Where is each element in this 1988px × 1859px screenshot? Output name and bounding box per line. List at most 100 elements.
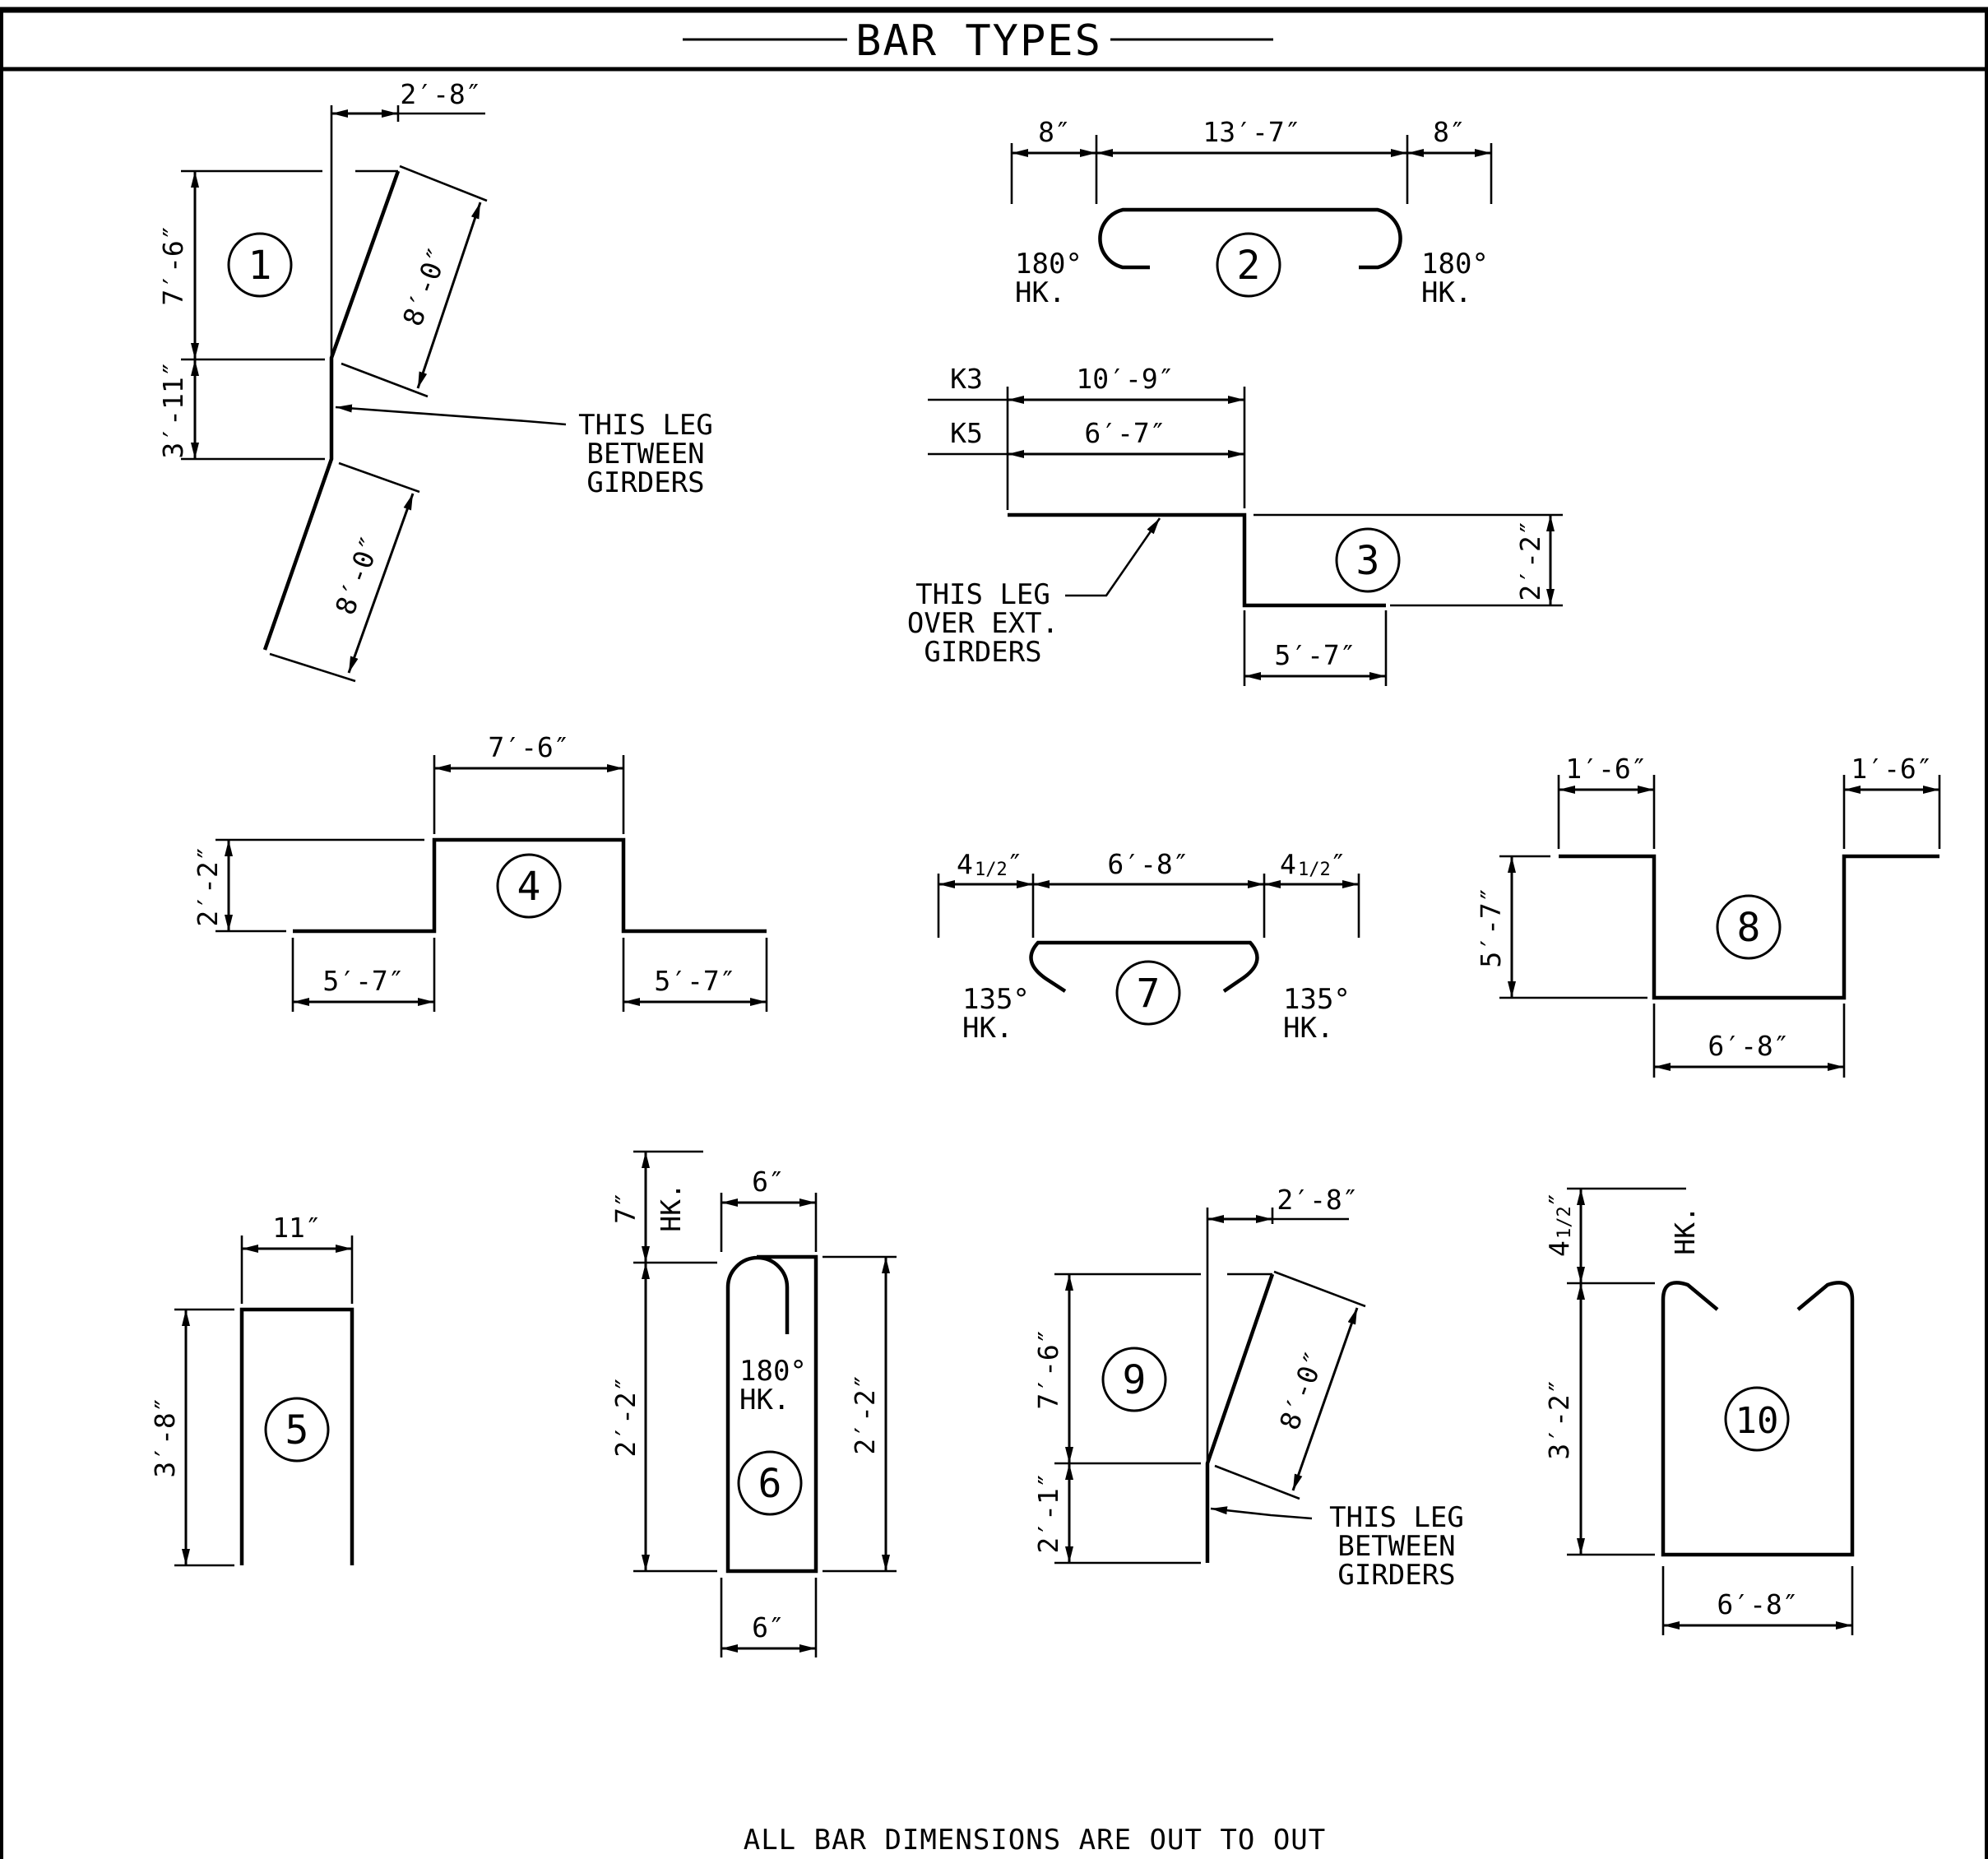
- bar-3-dim-bottom: 5′-7″: [1274, 639, 1355, 671]
- bar-type-3: 2′-2″ K3 K5 10′-9″ 6′-7″ 5′-7″ 3 THIS LE…: [907, 363, 1563, 686]
- bar-3-note-line-3: GIRDERS: [924, 636, 1041, 669]
- bar-type-6: 7″ HK. 6″ 2′-2″ 2′-2″ 6″ 180° HK. 6: [609, 1150, 897, 1657]
- bar-3-number: 3: [1356, 538, 1380, 584]
- bar-6-hook-note-line-1: 180°: [739, 1355, 807, 1388]
- bar-7-dim-right-whole: 4: [1280, 848, 1296, 880]
- bar-8-dim-left-top: 1′-6″: [1565, 753, 1647, 785]
- bar-type-2: 8″ 13′-7″ 8″ 2 180° HK. 180° HK.: [1010, 116, 1493, 309]
- bar-10-dim-hook-whole: 4: [1543, 1240, 1575, 1257]
- page-title: BAR TYPES: [855, 16, 1102, 66]
- bar-1-dim-left-upper: 7′-6″: [157, 224, 189, 305]
- bar-8-number: 8: [1737, 905, 1761, 951]
- bar-9-dim-left-lower: 2′-1″: [1032, 1472, 1064, 1553]
- footer-note: ALL BAR DIMENSIONS ARE OUT TO OUT: [744, 1824, 1327, 1857]
- bar-2-number: 2: [1237, 243, 1261, 289]
- bar-1-number: 1: [248, 243, 272, 289]
- bar-2-dim-right: 8″: [1433, 116, 1466, 148]
- bar-4-shape: [293, 837, 767, 934]
- bar-10-dim-hook-frac: 1/2: [1555, 1206, 1575, 1239]
- bar-2-hook-right-line-2: HK.: [1421, 276, 1471, 309]
- bar-1-note-line-2: BETWEEN: [586, 438, 704, 471]
- bar-3-mark-k5: K5: [950, 417, 983, 449]
- bar-10-shape: [1661, 1281, 1855, 1557]
- bar-1-shape: [262, 170, 401, 651]
- bar-7-hook-left-line-1: 135°: [962, 983, 1030, 1016]
- bar-6-hook-label: HK.: [655, 1183, 687, 1232]
- bar-1-note-line-3: GIRDERS: [586, 466, 704, 499]
- bar-9-shape: [1205, 1273, 1275, 1563]
- bar-9-note-line-1: THIS LEG: [1329, 1501, 1464, 1534]
- bar-5-number: 5: [285, 1407, 309, 1453]
- bar-3-dim-k5: 6′-7″: [1084, 417, 1165, 449]
- bar-10-hook-label: HK.: [1669, 1206, 1701, 1255]
- bar-6-dim-top: 6″: [752, 1166, 785, 1198]
- bar-3-dim-k3: 10′-9″: [1076, 363, 1174, 395]
- bar-type-5: 11″ 3′-8″ 5: [149, 1212, 355, 1567]
- bar-3-mark-k3: K3: [950, 363, 983, 395]
- bar-7-dim-mid: 6′-8″: [1107, 848, 1189, 880]
- bar-4-dim-height: 2′-2″: [192, 845, 224, 926]
- bar-1-dim-left-lower: 3′-11″: [157, 360, 189, 458]
- bar-7-hook-right-line-2: HK.: [1283, 1012, 1333, 1045]
- bar-9-dim-leg: 8′-0″: [1273, 1347, 1332, 1435]
- bar-6-number: 6: [758, 1461, 782, 1507]
- bar-9-note-line-2: BETWEEN: [1337, 1530, 1455, 1563]
- bar-type-8: 1′-6″ 1′-6″ 5′-7″ 6′-8″ 8: [1475, 753, 1941, 1078]
- bar-9-dim-left-upper: 7′-6″: [1032, 1328, 1064, 1409]
- bar-6-dim-right: 2′-2″: [849, 1373, 881, 1454]
- bar-5-shape: [239, 1307, 355, 1565]
- bar-5-dim-width: 11″: [272, 1212, 322, 1244]
- bar-type-10: 4 1/2 ″ HK. 3′-2″ 6′-8″ 10: [1543, 1187, 1855, 1635]
- bar-type-7: 4 1/2 ″ 6′-8″ 4 1/2 ″ 7 135° HK. 135° HK…: [937, 848, 1360, 1045]
- bar-7-dim-right-frac: 1/2: [1298, 860, 1331, 880]
- bar-2-shape: [1098, 207, 1402, 270]
- bar-1-dim-top: 2′-8″: [400, 78, 481, 110]
- bar-3-note-line-2: OVER EXT.: [907, 607, 1059, 640]
- bar-7-hook-left-line-2: HK.: [962, 1012, 1013, 1045]
- bar-7-shape: [1029, 940, 1259, 993]
- bar-9-note-line-3: GIRDERS: [1337, 1559, 1455, 1592]
- bar-3-shape: [1008, 512, 1386, 608]
- bar-7-hook-right-line-1: 135°: [1283, 983, 1351, 1016]
- bar-type-4: 2′-2″ 7′-6″ 5′-7″ 5′-7″ 4: [192, 731, 768, 1012]
- bar-7-dim-left-frac: 1/2: [975, 860, 1008, 880]
- bar-type-9: 2′-8″ 7′-6″ 2′-1″ 8′-0″ 9 THIS LEG BETWE…: [1032, 1184, 1464, 1592]
- bar-2-hook-left-line-2: HK.: [1015, 276, 1065, 309]
- bar-7-dim-left-whole: 4: [957, 848, 973, 880]
- bar-4-dim-left: 5′-7″: [322, 965, 404, 997]
- bar-10-dim-hook-unit: ″: [1543, 1191, 1575, 1208]
- bar-5-dim-height: 3′-8″: [149, 1396, 181, 1477]
- bar-6-dim-bottom: 6″: [752, 1611, 785, 1643]
- bar-3-dim-height: 2′-2″: [1514, 519, 1546, 600]
- bar-8-dim-bottom: 6′-8″: [1708, 1030, 1789, 1062]
- bar-8-dim-height: 5′-7″: [1475, 886, 1507, 967]
- bar-9-number: 9: [1123, 1357, 1147, 1403]
- bar-7-dim-right-unit: ″: [1330, 848, 1346, 880]
- sheet-frame: [0, 7, 1988, 1859]
- bar-6-shape: [725, 1254, 818, 1574]
- bar-2-hook-left-line-1: 180°: [1015, 248, 1082, 280]
- bar-2-dim-mid: 13′-7″: [1203, 116, 1300, 148]
- bar-10-dim-bottom: 6′-8″: [1717, 1588, 1798, 1620]
- bar-4-dim-top: 7′-6″: [488, 731, 569, 763]
- bar-7-dim-left-unit: ″: [1007, 848, 1023, 880]
- bar-1-note-line-1: THIS LEG: [578, 409, 713, 442]
- bar-10-dim-height: 3′-2″: [1543, 1378, 1575, 1459]
- bar-type-1: 2′-8″ 7′-6″ 3′-11″ 8′-0″ 8′-0″ 1 THIS LE…: [157, 78, 713, 683]
- bar-8-shape: [1559, 854, 1939, 1000]
- bar-4-dim-right: 5′-7″: [654, 965, 735, 997]
- bar-2-dim-left: 8″: [1038, 116, 1071, 148]
- bar-6-dim-left: 2′-2″: [609, 1375, 642, 1457]
- bar-6-dim-hook: 7″: [609, 1191, 642, 1224]
- bar-4-number: 4: [517, 864, 541, 910]
- bar-3-note-line-1: THIS LEG: [915, 578, 1050, 611]
- bar-1-dim-upper-leg: 8′-0″: [396, 243, 455, 331]
- bar-6-hook-note-line-2: HK.: [739, 1384, 790, 1416]
- bar-7-number: 7: [1137, 971, 1161, 1017]
- bar-8-dim-right-top: 1′-6″: [1851, 753, 1932, 785]
- bar-9-dim-top: 2′-8″: [1277, 1184, 1358, 1216]
- bar-1-dim-lower-leg: 8′-0″: [329, 531, 387, 619]
- bar-2-hook-right-line-1: 180°: [1421, 248, 1489, 280]
- bar-10-number: 10: [1735, 1400, 1779, 1442]
